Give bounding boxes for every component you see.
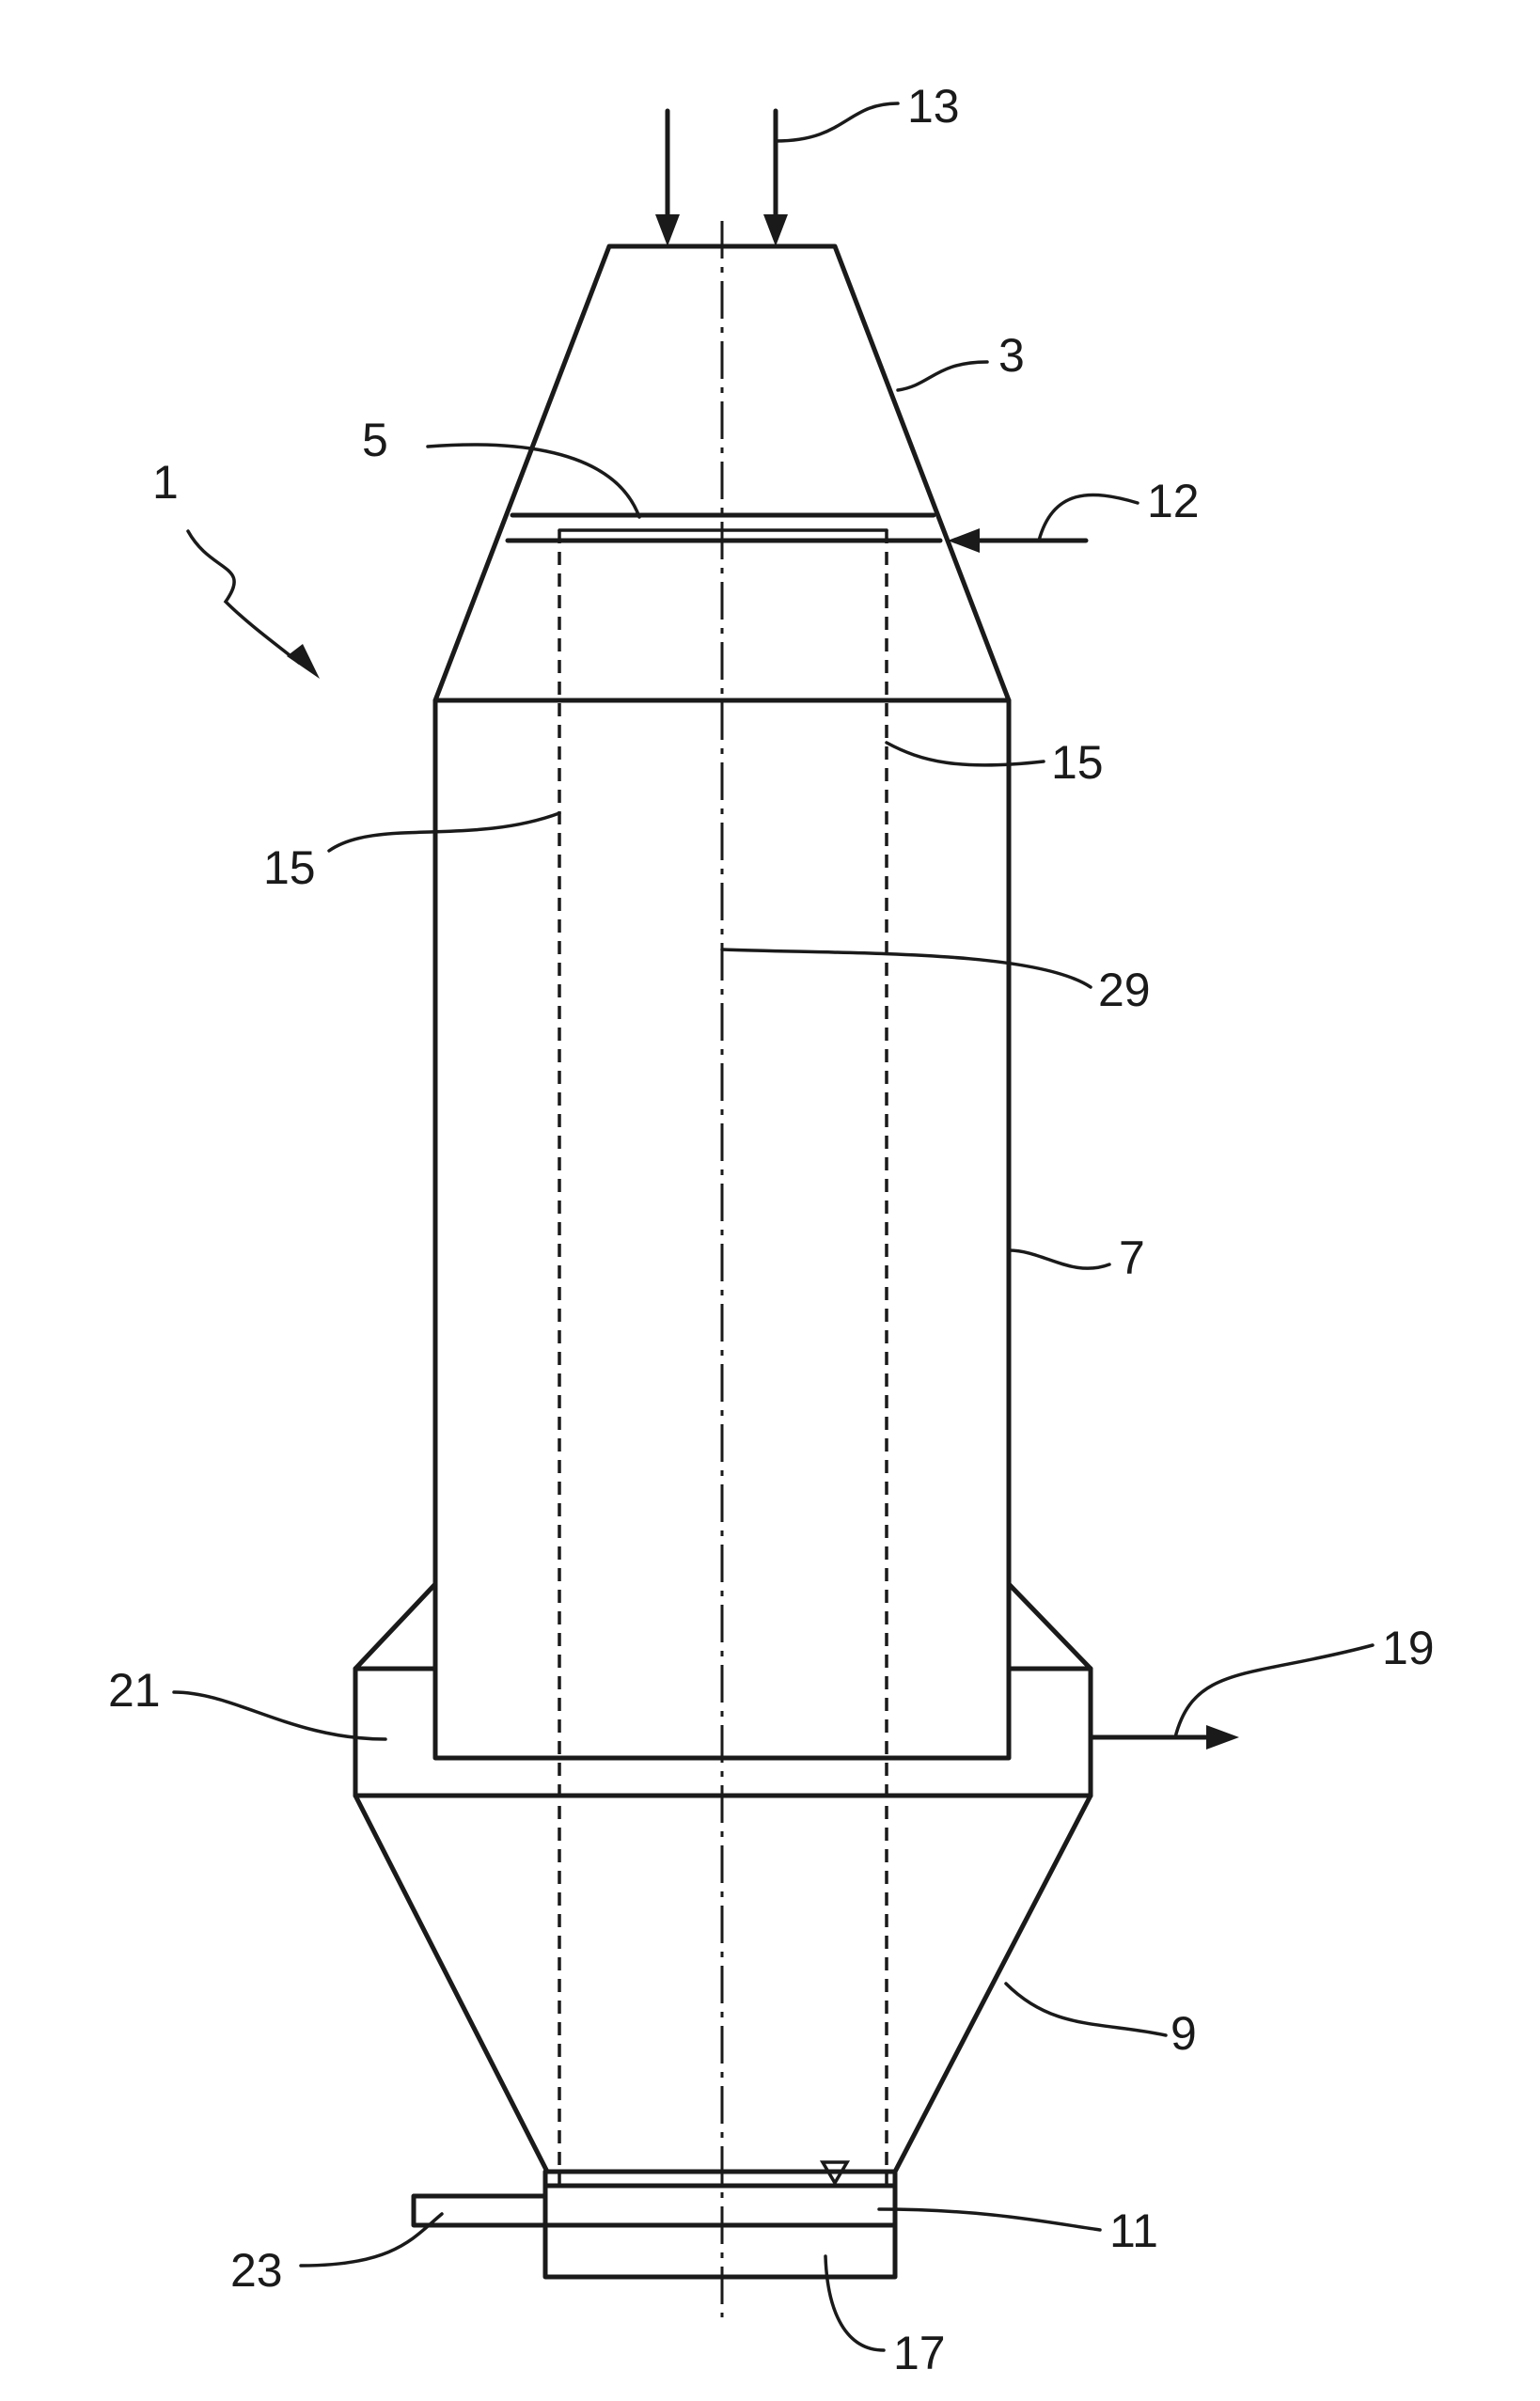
collector-shoulder-left: [355, 1584, 435, 1669]
label-29: 29: [1098, 964, 1151, 1016]
leader-5: [428, 445, 639, 517]
leader-17: [825, 2256, 884, 2350]
leader-23: [301, 2214, 442, 2266]
label-1: 1: [152, 456, 179, 509]
leader-12: [1039, 494, 1138, 541]
label-15-left: 15: [263, 841, 316, 894]
bottom-cone-right: [895, 1796, 1091, 2172]
label-17: 17: [893, 2327, 946, 2379]
leader-1: [188, 531, 299, 663]
leader-19: [1175, 1645, 1373, 1737]
feed-arrow-right-head: [763, 214, 788, 246]
leader-7: [1009, 1250, 1109, 1268]
leader-11: [879, 2209, 1100, 2230]
leader-29: [722, 949, 1091, 987]
label-7: 7: [1119, 1232, 1145, 1284]
leader-15-right: [887, 743, 1044, 765]
label-11: 11: [1109, 2205, 1158, 2257]
label-9: 9: [1171, 2007, 1197, 2060]
bottom-cone-left: [355, 1796, 547, 2172]
label-21: 21: [108, 1664, 161, 1717]
outlet-arrow-head: [1206, 1725, 1239, 1750]
label-15-right: 15: [1051, 736, 1104, 789]
label-3: 3: [998, 329, 1025, 382]
label-19: 19: [1382, 1622, 1435, 1674]
collector-shoulder-right: [1009, 1584, 1091, 1669]
feed-arrow-left-head: [655, 214, 680, 246]
label-5: 5: [362, 414, 388, 466]
label-23: 23: [230, 2244, 283, 2297]
leader-1-arrowhead: [287, 644, 320, 679]
leader-9: [1006, 1984, 1166, 2035]
label-12: 12: [1147, 475, 1200, 527]
leader-13: [776, 103, 898, 141]
leader-15-left: [329, 813, 559, 851]
label-13: 13: [907, 80, 960, 133]
leader-3: [898, 362, 987, 390]
